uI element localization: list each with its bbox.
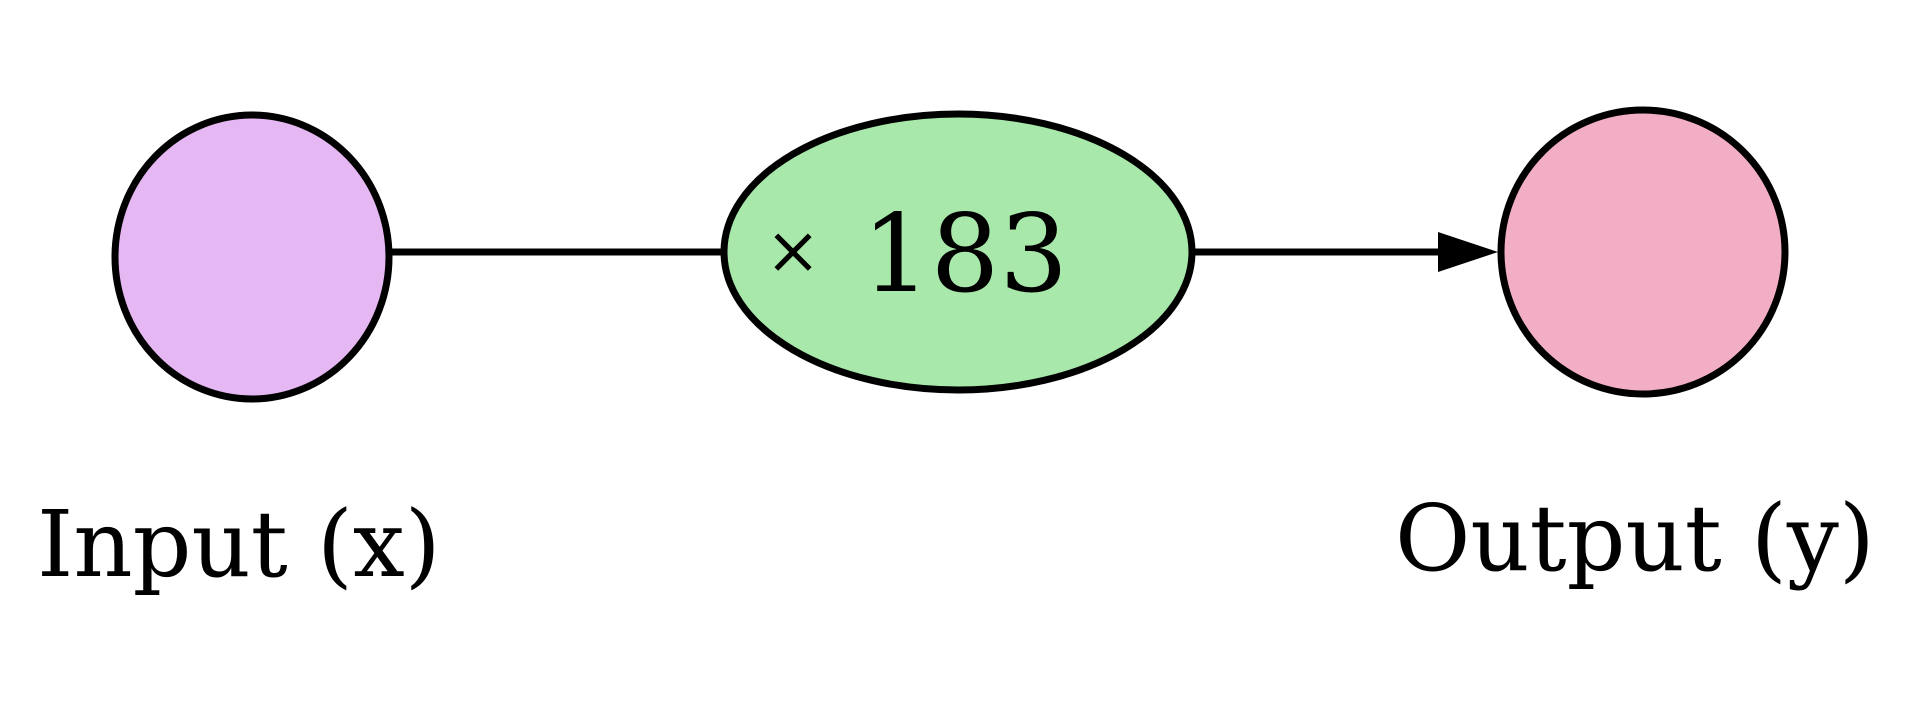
edge-operation-to-output <box>1193 232 1498 272</box>
output-label: Output (y) <box>1395 485 1875 592</box>
operation-symbol: × <box>765 212 820 289</box>
output-node <box>1497 106 1789 398</box>
input-node <box>111 111 393 403</box>
input-label: Input (x) <box>37 491 441 598</box>
arrowhead-icon <box>1438 232 1498 272</box>
operation-node <box>720 110 1196 394</box>
operation-value: 183 <box>862 192 1068 317</box>
